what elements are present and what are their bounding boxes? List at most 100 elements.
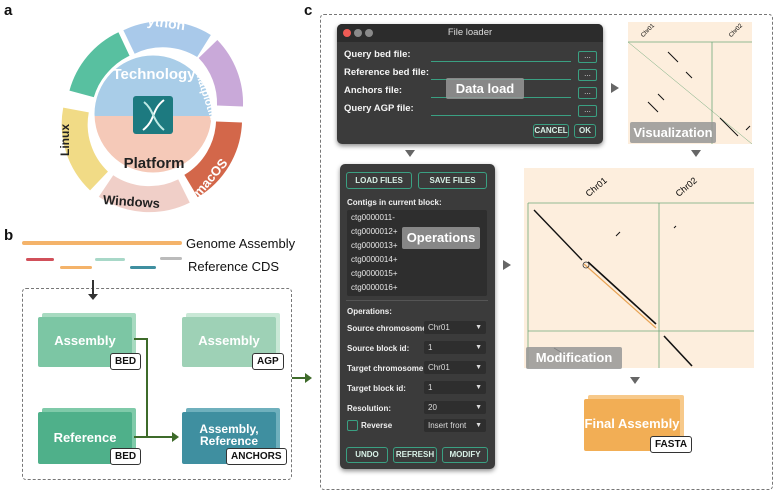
chevron-down-icon: ▼ — [475, 422, 482, 429]
ok-button[interactable]: OK — [574, 124, 596, 138]
ring-label-linux: Linux — [58, 124, 72, 156]
query-agp-input[interactable] — [431, 115, 571, 116]
inner-label-technology: Technology — [112, 66, 196, 83]
maximize-dot-icon[interactable] — [365, 29, 373, 37]
panel-c-box — [320, 14, 773, 490]
bed-tag-1: BED — [110, 353, 142, 370]
resolution-select[interactable]: 20 ▼ — [424, 401, 486, 414]
modification-overlay: Modification — [526, 347, 622, 369]
chevron-down-icon: ▼ — [475, 364, 482, 371]
ring-segment-macos — [183, 120, 242, 198]
source-block-value: 1 — [428, 343, 433, 352]
connector-top — [134, 338, 148, 340]
operations-overlay: Operations — [402, 227, 480, 249]
connector-bottom — [134, 436, 174, 438]
source-block-select[interactable]: 1▼ — [424, 341, 486, 354]
down-arrowhead-mod — [691, 150, 701, 157]
load-files-button[interactable]: LOAD FILES — [346, 172, 412, 189]
source-chromosome-label: Source chromosome: — [347, 324, 430, 333]
anchors-tag: ANCHORS — [226, 448, 287, 465]
contig-item[interactable]: ctg0000013+ — [351, 241, 398, 250]
modification-plot: Chr01 Chr02 — [524, 168, 754, 368]
reverse-label: Reverse — [361, 421, 393, 430]
query-agp-label: Query AGP file: — [344, 103, 414, 114]
panel-label-c: c — [304, 2, 313, 19]
panel-label-b: b — [4, 227, 14, 244]
data-load-overlay: Data load — [446, 78, 524, 99]
source-chromosome-select[interactable]: Chr01▼ — [424, 321, 486, 334]
cds-bar-2 — [60, 266, 92, 269]
ring-segment-qt — [69, 32, 130, 98]
right-arrowhead-1 — [611, 83, 619, 93]
target-block-select[interactable]: 1▼ — [424, 381, 486, 394]
reverse-checkbox[interactable] — [347, 420, 358, 431]
insert-position-value: Insert front — [428, 421, 467, 430]
target-chromosome-select[interactable]: Chr01 ▼ — [424, 361, 486, 374]
operations-heading: Operations: — [347, 307, 392, 316]
query-bed-input[interactable] — [431, 61, 571, 62]
technology-platform-wheel — [61, 21, 244, 213]
contig-item[interactable]: ctg0000012+ — [351, 227, 398, 236]
right-arrowhead-2 — [503, 260, 511, 270]
contig-list[interactable]: ctg0000011- ctg0000012+ ctg0000013+ ctg0… — [347, 210, 487, 296]
ring-segment-matplotlib — [198, 39, 244, 107]
down-arrowhead-ops — [405, 150, 415, 157]
cds-bar-4 — [130, 266, 156, 269]
cancel-button[interactable]: CANCEL — [533, 124, 569, 138]
minimize-dot-icon[interactable] — [354, 29, 362, 37]
legend-genome-assembly: Genome Assembly — [186, 236, 296, 251]
b-to-c-arrowhead — [305, 373, 312, 383]
chevron-down-icon: ▼ — [475, 344, 482, 351]
genome-assembly-bar — [22, 241, 182, 245]
inner-label-platform: Platform — [123, 155, 185, 172]
down-arrow — [92, 280, 94, 296]
modify-button[interactable]: MODIFY — [442, 447, 488, 463]
cds-bar-1 — [26, 258, 54, 261]
chevron-down-icon: ▼ — [475, 404, 482, 411]
b-to-c-arrow — [292, 377, 306, 379]
anchors-browse-button[interactable]: ... — [578, 87, 597, 99]
cds-bar-5 — [160, 257, 182, 260]
connector-vertical — [146, 338, 148, 438]
reference-bed-title: Reference — [53, 430, 117, 445]
legend-reference-cds: Reference CDS — [188, 259, 280, 274]
contig-item[interactable]: ctg0000016+ — [351, 283, 398, 292]
close-dot-icon[interactable] — [343, 29, 351, 37]
bed-tag-2: BED — [110, 448, 142, 465]
query-bed-label: Query bed file: — [344, 49, 411, 60]
source-chromosome-value: Chr01 — [428, 323, 450, 332]
save-files-button[interactable]: SAVE FILES — [418, 172, 487, 189]
divider — [346, 300, 488, 301]
target-block-value: 1 — [428, 383, 433, 392]
cds-bar-3 — [95, 258, 125, 261]
insert-position-select[interactable]: Insert front ▼ — [424, 419, 486, 432]
chevron-down-icon: ▼ — [475, 384, 482, 391]
panel-label-a: a — [4, 2, 13, 19]
reference-bed-browse-button[interactable]: ... — [578, 69, 597, 81]
assembly-agp-title: Assembly — [198, 333, 260, 348]
refresh-button[interactable]: REFRESH — [393, 447, 437, 463]
query-agp-browse-button[interactable]: ... — [578, 105, 597, 117]
contigs-heading: Contigs in current block: — [347, 198, 442, 207]
connector-arrowhead — [172, 432, 179, 442]
ring-segment-windows — [98, 174, 190, 213]
target-block-label: Target block id: — [347, 384, 406, 393]
target-chromosome-label: Target chromosome: — [347, 364, 426, 373]
resolution-value: 20 — [428, 403, 437, 412]
query-bed-browse-button[interactable]: ... — [578, 51, 597, 63]
visualization-overlay: Visualization — [630, 122, 716, 143]
anchors-title-1: Assembly, — [199, 422, 259, 436]
undo-button[interactable]: UNDO — [346, 447, 388, 463]
contig-item[interactable]: ctg0000015+ — [351, 269, 398, 278]
source-block-label: Source block id: — [347, 344, 410, 353]
fasta-tag: FASTA — [650, 436, 693, 453]
target-chromosome-value: Chr01 — [428, 363, 450, 372]
assembly-bed-title: Assembly — [54, 333, 116, 348]
contig-item[interactable]: ctg0000014+ — [351, 255, 398, 264]
final-assembly-card: Final Assembly — [584, 399, 680, 451]
down-arrowhead-final — [630, 377, 640, 384]
contig-item[interactable]: ctg0000011- — [351, 213, 395, 222]
resolution-label: Resolution: — [347, 404, 391, 413]
reference-bed-label: Reference bed file: — [344, 67, 429, 78]
anchors-label: Anchors file: — [344, 85, 403, 96]
